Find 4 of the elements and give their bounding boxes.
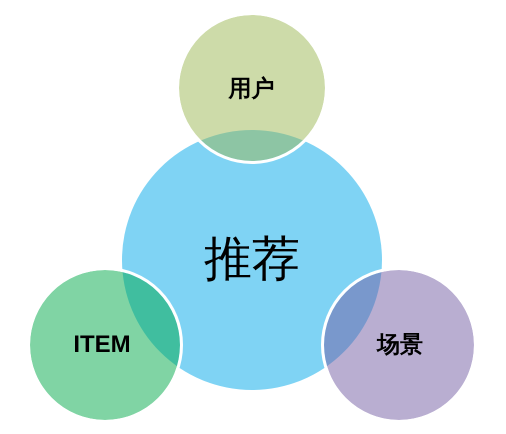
circle-label: 用户 (228, 76, 274, 102)
circle-label: ITEM (73, 332, 131, 358)
circle-label: 推荐 (204, 234, 300, 286)
circle-label: 场景 (377, 332, 423, 358)
